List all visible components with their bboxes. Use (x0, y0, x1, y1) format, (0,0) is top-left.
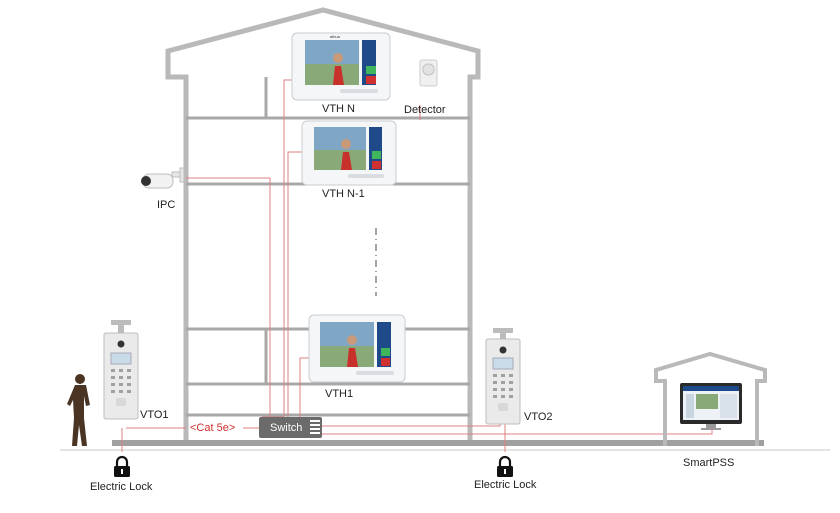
label-cable-type: <Cat 5e> (190, 422, 236, 434)
label-switch: Switch (270, 422, 303, 434)
detector-icon (419, 59, 438, 87)
label-ipc: IPC (157, 199, 176, 211)
person-icon (67, 374, 90, 446)
computer-icon (680, 383, 742, 430)
base-slab (112, 440, 764, 446)
label-vto2: VTO2 (524, 411, 553, 423)
label-electric-lock-2: Electric Lock (474, 479, 537, 491)
label-vth-n1: VTH N-1 (322, 188, 365, 200)
camera-icon (141, 167, 185, 189)
label-electric-lock-1: Electric Lock (90, 481, 153, 493)
vth-n-monitor: alhua (291, 32, 391, 101)
label-vth1: VTH1 (325, 388, 354, 400)
label-smartpss: SmartPSS (683, 457, 735, 469)
label-detector: Detector (404, 104, 446, 116)
vto2-door-station (485, 328, 521, 425)
label-vto1: VTO1 (140, 409, 169, 421)
cables (121, 79, 713, 452)
vth-n1-monitor (301, 120, 397, 186)
label-vth-n: VTH N (322, 103, 355, 115)
building (165, 7, 481, 446)
lock-icon (497, 455, 513, 477)
small-house (654, 351, 767, 446)
switch-icon (259, 417, 322, 438)
vto1-door-station (103, 320, 139, 420)
brand-mark: alhua (330, 34, 341, 39)
vth1-monitor (308, 314, 406, 383)
lock-icon (114, 455, 130, 477)
